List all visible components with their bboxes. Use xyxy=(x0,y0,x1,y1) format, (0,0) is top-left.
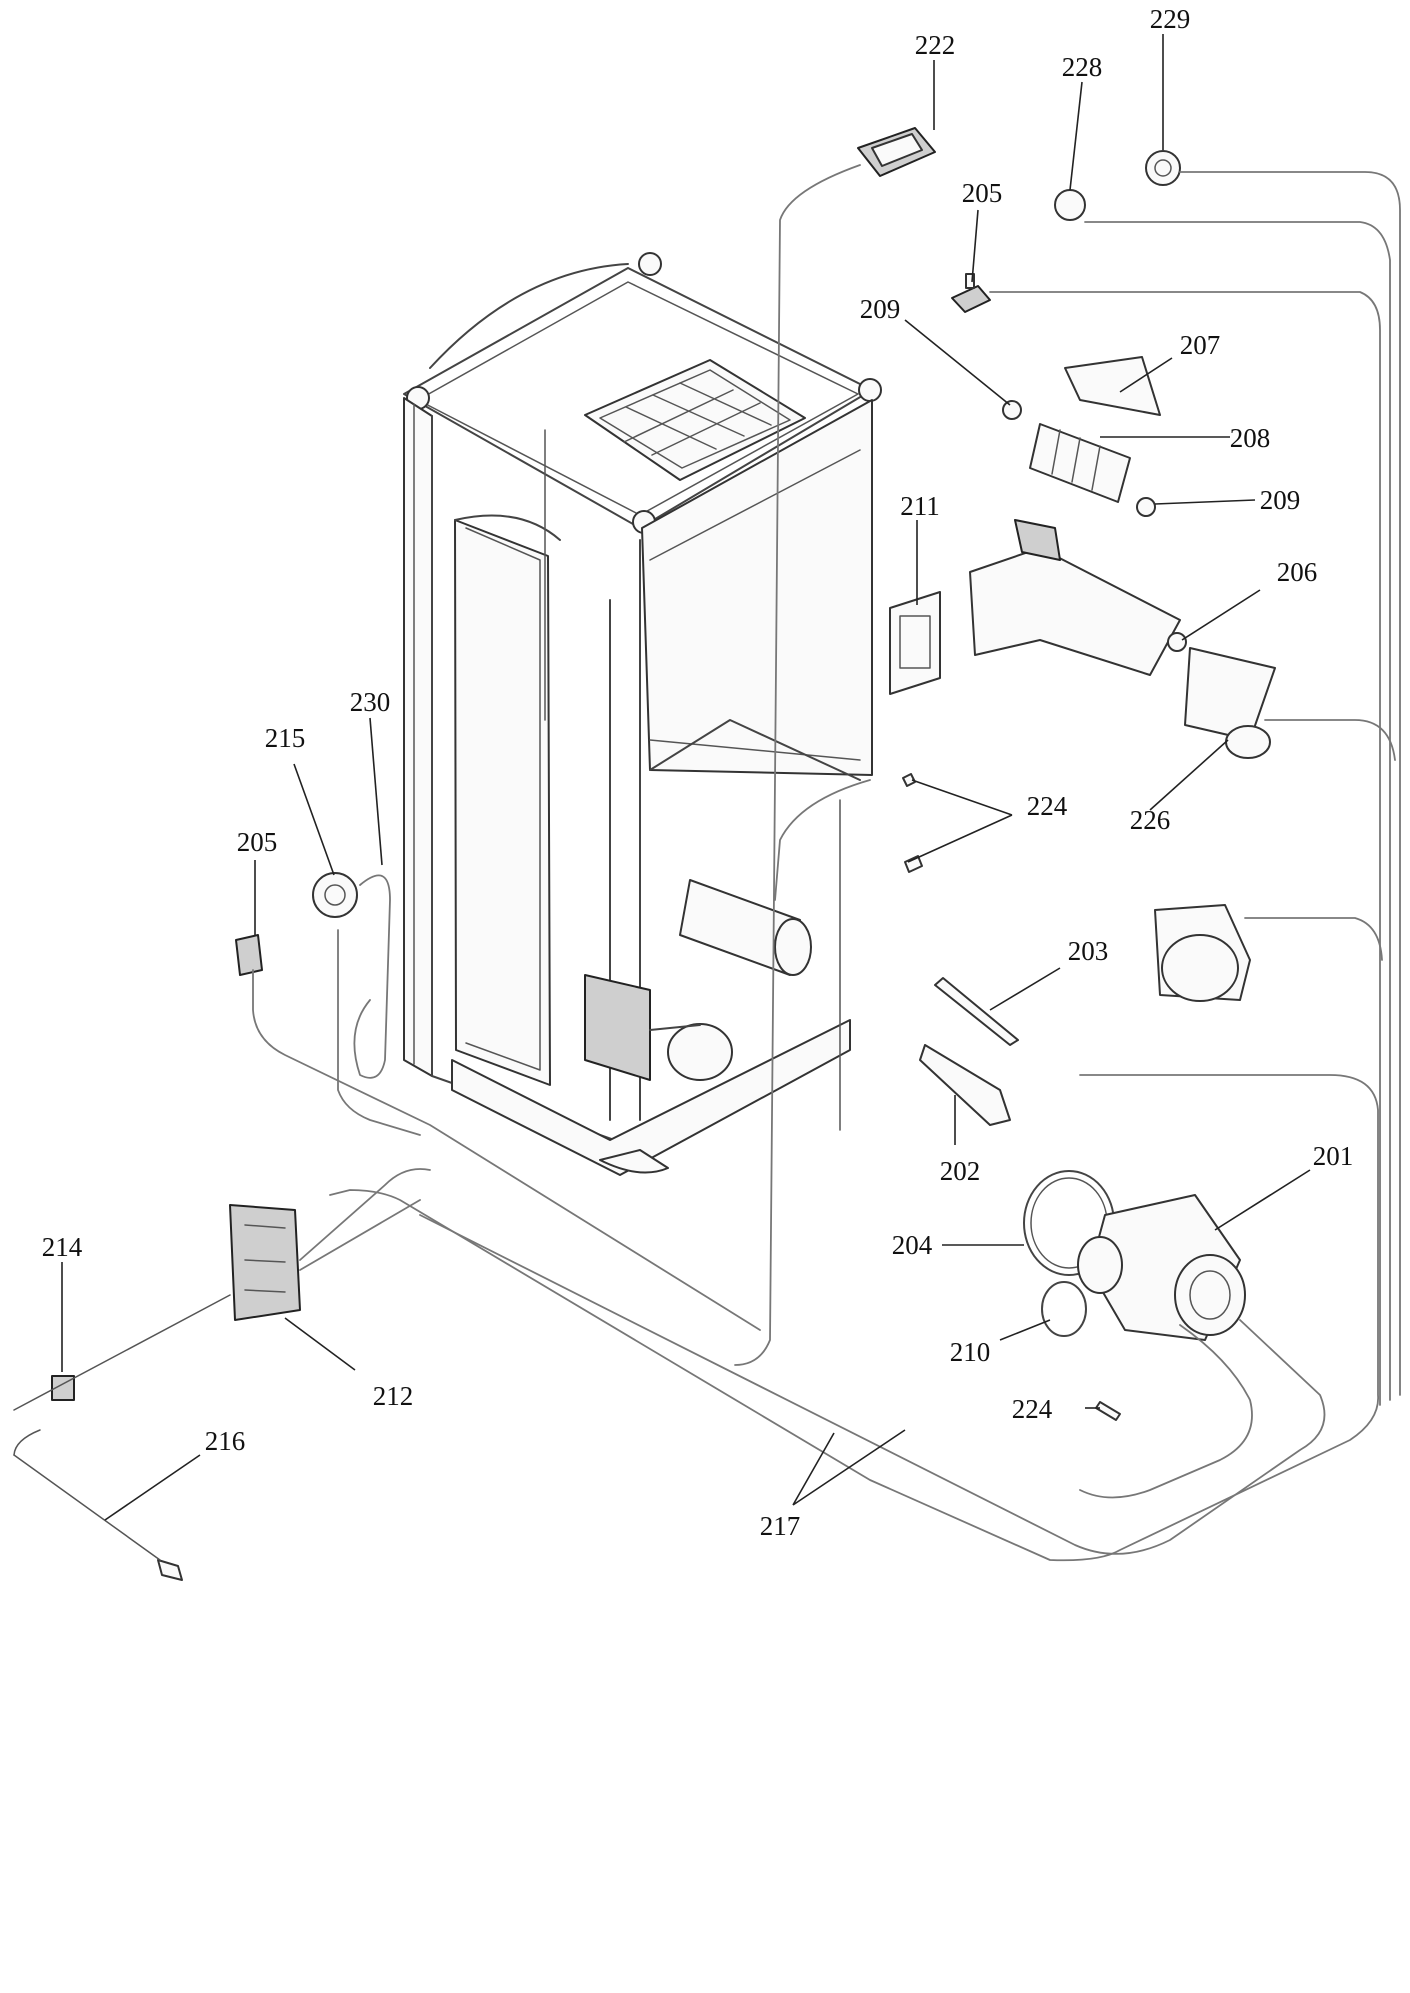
auger-208 xyxy=(1029,423,1131,503)
callout-206: 206 xyxy=(1277,557,1318,587)
callout-labels: 229 222 228 205 209 207 208 209 211 206 … xyxy=(42,4,1354,1541)
probe-224-a xyxy=(902,773,916,787)
callout-214: 214 xyxy=(42,1232,83,1262)
callout-222: 222 xyxy=(915,30,956,60)
leader-lines xyxy=(61,34,1311,1521)
callout-228: 228 xyxy=(1062,52,1103,82)
callout-207: 207 xyxy=(1180,330,1221,360)
switch-205-top xyxy=(951,285,991,313)
callout-204: 204 xyxy=(892,1230,933,1260)
gasket-211 xyxy=(889,591,941,695)
callout-209-a: 209 xyxy=(860,294,901,324)
probe-224-b xyxy=(1095,1401,1121,1421)
igniter-202 xyxy=(919,1044,1011,1126)
callout-217: 217 xyxy=(760,1511,801,1541)
callout-224-a: 224 xyxy=(1027,791,1068,821)
part-216 xyxy=(157,1559,183,1581)
callout-211: 211 xyxy=(900,491,940,521)
switch-205-left xyxy=(235,934,263,976)
callout-205-top: 205 xyxy=(962,178,1003,208)
sensor-203 xyxy=(934,977,1019,1046)
plate-207 xyxy=(1064,356,1161,416)
gear-motor-226 xyxy=(1184,647,1276,741)
stove-body xyxy=(403,252,882,1176)
callout-202: 202 xyxy=(940,1156,981,1186)
wiring-harness xyxy=(13,164,1401,1562)
part-214 xyxy=(51,1375,75,1401)
feeder-assembly xyxy=(969,547,1181,676)
callout-229: 229 xyxy=(1150,4,1191,34)
bushing-209-b xyxy=(1136,497,1156,517)
callout-210: 210 xyxy=(950,1337,991,1367)
callout-215: 215 xyxy=(265,723,306,753)
part-229 xyxy=(1145,150,1181,186)
callout-203: 203 xyxy=(1068,936,1109,966)
gasket-210 xyxy=(1041,1281,1087,1337)
callout-205-left: 205 xyxy=(237,827,278,857)
part-206 xyxy=(1167,632,1187,652)
callout-201: 201 xyxy=(1313,1141,1354,1171)
callout-209-b: 209 xyxy=(1260,485,1301,515)
part-215 xyxy=(312,872,358,918)
part-228 xyxy=(1054,189,1086,221)
control-board-212 xyxy=(229,1204,301,1321)
bushing-209-a xyxy=(1002,400,1022,420)
callout-212: 212 xyxy=(373,1381,414,1411)
callout-208: 208 xyxy=(1230,423,1271,453)
callout-224-b: 224 xyxy=(1012,1394,1053,1424)
callout-230: 230 xyxy=(350,687,391,717)
parts xyxy=(51,127,1276,1581)
callout-216: 216 xyxy=(205,1426,246,1456)
callout-226: 226 xyxy=(1130,805,1171,835)
